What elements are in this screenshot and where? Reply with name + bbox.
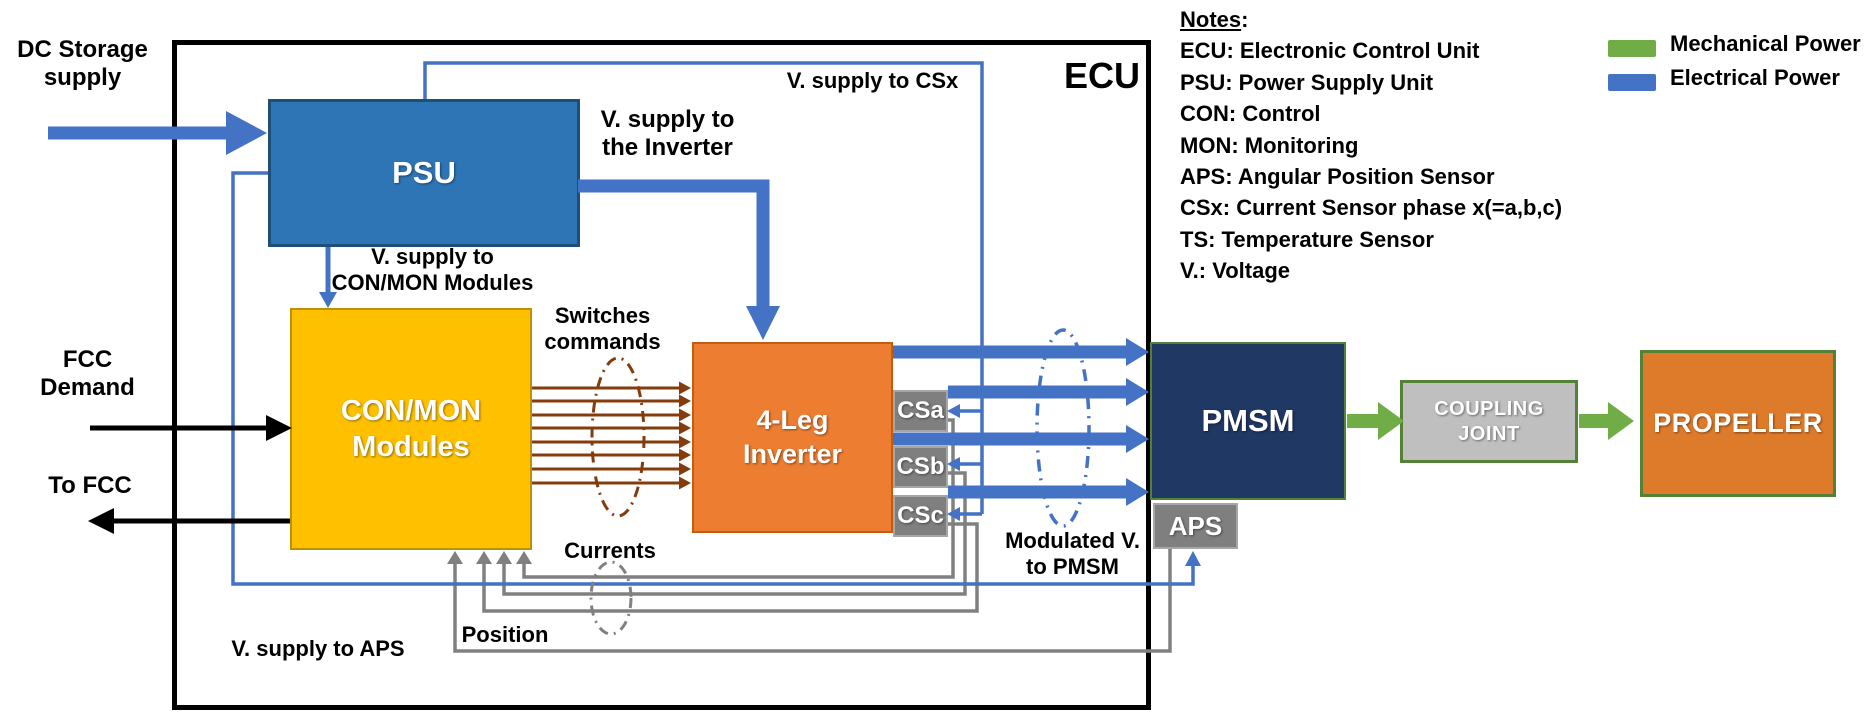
note-item-ecu: ECU: Electronic Control Unit <box>1180 38 1480 64</box>
notes-heading: Notes: <box>1180 4 1580 35</box>
label-v-supply-aps: V. supply to APS <box>231 636 405 661</box>
block-current-sensor-c: CSc <box>893 495 948 537</box>
block-psu: PSU <box>268 99 580 247</box>
block-current-sensor-a: CSa <box>893 390 948 432</box>
label-position: Position <box>461 622 549 647</box>
legend-label-electrical: Electrical Power <box>1670 65 1840 90</box>
notes-heading-colon: : <box>1241 7 1249 32</box>
legend-swatch-electrical <box>1608 74 1656 91</box>
block-current-sensor-b: CSb <box>893 446 948 488</box>
label-v-supply-conmon: V. supply to CON/MON Modules <box>331 244 534 295</box>
note-item-aps: APS: Angular Position Sensor <box>1180 164 1495 190</box>
note-item-con: CON: Control <box>1180 101 1321 127</box>
label-currents: Currents <box>564 538 656 563</box>
legend-swatch-mechanical <box>1608 40 1656 57</box>
label-ecu: ECU <box>1063 55 1140 96</box>
label-dc-storage-supply: DC Storage supply <box>17 36 148 92</box>
label-to-fcc: To FCC <box>48 472 132 499</box>
block-pmsm-motor: PMSM <box>1150 342 1346 500</box>
label-modulated-v-pmsm: Modulated V. to PMSM <box>1005 528 1140 579</box>
label-v-supply-inverter: V. supply to the Inverter <box>600 106 735 162</box>
label-v-supply-csx: V. supply to CSx <box>786 68 959 93</box>
note-item-v: V.: Voltage <box>1180 258 1291 284</box>
label-switches-commands: Switches commands <box>544 303 661 354</box>
notes-panel: Notes: ECU: Electronic Control Unit PSU:… <box>1180 4 1580 287</box>
note-item-ts: TS: Temperature Sensor <box>1180 226 1434 252</box>
legend-label-mechanical: Mechanical Power <box>1670 31 1861 56</box>
block-propeller: PROPELLER <box>1640 350 1836 497</box>
arrow-pmsm-to-coupling <box>1347 402 1404 440</box>
label-fcc-demand: FCC Demand <box>40 346 135 402</box>
block-conmon-modules: CON/MON Modules <box>290 308 532 550</box>
block-angular-position-sensor: APS <box>1153 503 1238 549</box>
block-coupling-joint: COUPLING JOINT <box>1400 380 1578 463</box>
note-item-psu: PSU: Power Supply Unit <box>1180 69 1434 95</box>
note-item-csx: CSx: Current Sensor phase x(=a,b,c) <box>1180 195 1563 221</box>
arrow-coupling-to-propeller <box>1579 402 1634 440</box>
notes-heading-text: Notes <box>1180 7 1242 32</box>
block-4leg-inverter: 4-Leg Inverter <box>692 342 893 533</box>
note-item-mon: MON: Monitoring <box>1180 132 1359 158</box>
